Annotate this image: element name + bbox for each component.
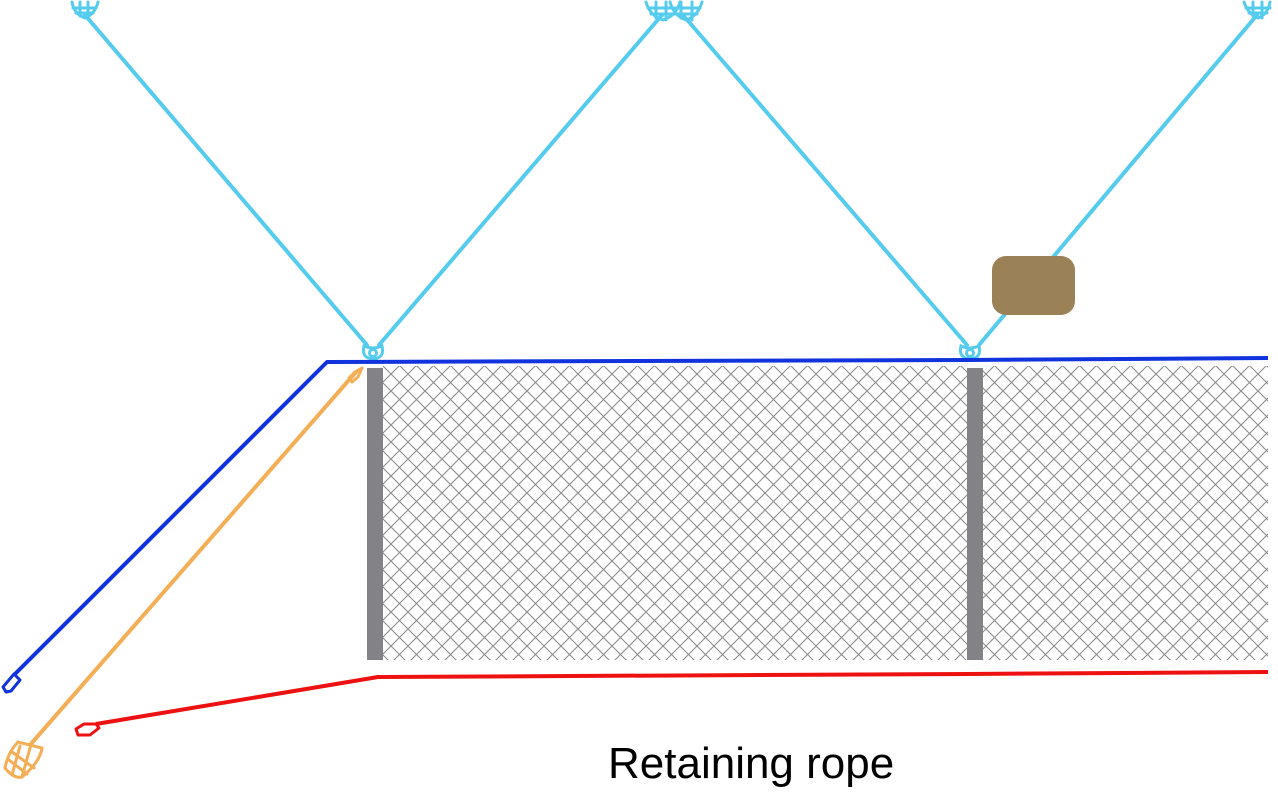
tent-peg-icon: [1242, 0, 1272, 20]
diagram-caption: Retaining rope: [608, 739, 895, 788]
tent-peg-icon: [668, 0, 704, 22]
rope-loop-icon: [361, 343, 385, 361]
rope-loop-icon: [347, 366, 364, 384]
bottom-rope: [95, 670, 1269, 726]
rope-loop-icon: [958, 343, 982, 361]
tent-peg-icon: [3, 740, 44, 779]
guy-line: [83, 13, 369, 347]
post-left: [367, 368, 383, 660]
ground-rope: [28, 370, 358, 747]
post-right: [967, 368, 983, 660]
net-mesh-panel-left: [383, 366, 967, 660]
net-mesh-panel-right: [983, 366, 1268, 660]
tent-peg-icon: [70, 0, 100, 20]
head-rope: [12, 356, 1269, 677]
rope-loop-icon: [1, 672, 22, 694]
guy-line: [377, 13, 664, 347]
guy-lines: [83, 13, 1259, 347]
label-tag-icon: [992, 256, 1075, 315]
rope-loop-icon: [74, 722, 101, 737]
guy-line: [681, 13, 969, 347]
